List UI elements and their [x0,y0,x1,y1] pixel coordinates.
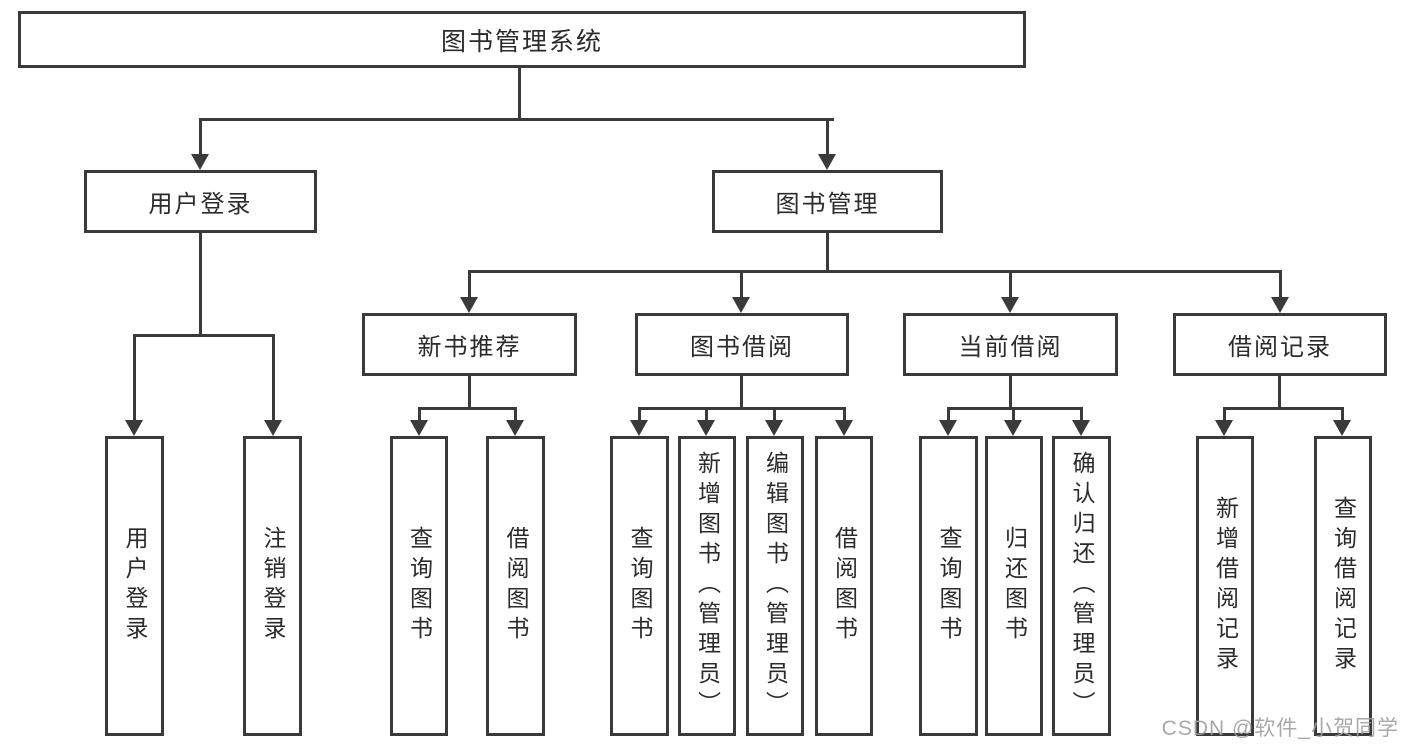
node-current-borrow: 当前借阅 [903,313,1118,376]
arrowhead-down-icon [732,297,750,313]
leaf-borrow-add-admin: 新增图书（管理员） [678,436,736,736]
leaf-borrow-borrow: 借阅图书 [815,436,873,736]
arrowhead-down-icon [1001,297,1019,313]
leaf-current-confirm-admin: 确认归还（管理员） [1052,436,1111,736]
leaf-newbooks-query-label: 查询图书 [406,526,433,646]
connector-current-borrow-stem [1009,376,1012,410]
connector-new-books-rail [418,407,517,410]
leaf-current-query: 查询图书 [919,436,978,736]
arrowhead-down-icon [835,420,853,436]
leaf-current-query-label: 查询图书 [936,526,962,646]
leaf-user-login-label: 用户登录 [122,526,148,646]
arrowhead-down-icon [1072,420,1090,436]
connector-root-rail [199,118,834,121]
connector-book-borrow-rail [638,407,846,410]
leaf-borrow-add-admin-label: 新增图书（管理员） [694,451,721,721]
node-book-borrow: 图书借阅 [635,313,849,376]
leaf-borrow-query-label: 查询图书 [627,526,653,646]
connector-user-login-stem [199,233,202,337]
leaf-logout-label: 注销登录 [260,526,286,646]
leaf-borrow-edit-admin: 编辑图书（管理员） [746,436,804,736]
arrowhead-down-icon [1004,420,1022,436]
connector-new-books-stem [468,376,471,410]
connector-book-mgmt-rail [468,270,1282,273]
node-new-books: 新书推荐 [362,313,577,376]
arrowhead-down-icon [1271,297,1289,313]
arrowhead-down-icon [697,420,715,436]
connector-root-stem [518,68,521,120]
arrowhead-down-icon [191,154,209,170]
connector-drop-leaf [1223,407,1226,424]
arrowhead-down-icon [818,154,836,170]
arrowhead-down-icon [506,420,524,436]
connector-drop-leaf [1341,407,1344,424]
connector-user-login-rail [133,334,275,337]
node-root: 图书管理系统 [18,11,1026,68]
arrowhead-down-icon [765,420,783,436]
connector-drop-leaf [843,407,846,424]
arrowhead-down-icon [630,420,648,436]
connector-drop-new-books [468,270,471,298]
connector-current-borrow-rail [947,407,1083,410]
node-book-borrow-label: 图书借阅 [690,334,794,361]
leaf-borrow-borrow-label: 借阅图书 [831,526,858,646]
node-new-books-label: 新书推荐 [417,334,522,361]
connector-book-mgmt-stem [826,233,829,273]
leaf-user-login: 用户登录 [105,436,164,736]
leaf-newbooks-borrow-label: 借阅图书 [503,526,529,646]
arrowhead-down-icon [1333,420,1351,436]
connector-drop-book-mgmt [826,118,829,156]
connector-drop-leaf [418,407,421,424]
leaf-current-return-label: 归还图书 [1001,526,1028,646]
leaf-current-confirm-admin-label: 确认归还（管理员） [1069,451,1095,721]
leaf-newbooks-query: 查询图书 [390,436,448,736]
connector-drop-user-login [199,118,202,156]
connector-drop-borrow-records [1279,270,1282,298]
leaf-borrow-edit-admin-label: 编辑图书（管理员） [762,451,789,721]
arrowhead-down-icon [264,420,282,436]
node-book-mgmt-label: 图书管理 [775,191,880,218]
connector-drop-leaf [947,407,950,424]
node-borrow-records-label: 借阅记录 [1228,334,1332,361]
connector-drop-leaf [1080,407,1083,424]
leaf-records-add: 新增借阅记录 [1196,436,1254,736]
connector-drop-leaf [514,407,517,424]
connector-drop-leaf [705,407,708,424]
connector-drop-book-borrow [740,270,743,298]
connector-drop-leaf [272,334,275,422]
leaf-current-return: 归还图书 [985,436,1043,736]
connector-drop-leaf [638,407,641,424]
node-user-login-label: 用户登录 [148,191,253,218]
leaf-records-add-label: 新增借阅记录 [1212,496,1239,676]
arrowhead-down-icon [460,297,478,313]
connector-book-borrow-stem [740,376,743,410]
connector-borrow-records-rail [1223,407,1344,410]
arrowhead-down-icon [939,420,957,436]
connector-borrow-records-stem [1278,376,1281,410]
node-current-borrow-label: 当前借阅 [958,334,1063,361]
leaf-newbooks-borrow: 借阅图书 [486,436,545,736]
connector-drop-leaf [1012,407,1015,424]
node-book-mgmt: 图书管理 [712,170,943,233]
leaf-logout: 注销登录 [243,436,302,736]
connector-drop-leaf [133,334,136,422]
node-borrow-records: 借阅记录 [1173,313,1387,376]
arrowhead-down-icon [410,420,428,436]
arrowhead-down-icon [125,420,143,436]
arrowhead-down-icon [1215,420,1233,436]
connector-drop-current-borrow [1009,270,1012,298]
leaf-records-query-label: 查询借阅记录 [1330,496,1357,676]
connector-drop-leaf [773,407,776,424]
leaf-records-query: 查询借阅记录 [1314,436,1372,736]
node-user-login: 用户登录 [84,170,317,233]
node-root-label: 图书管理系统 [440,27,603,56]
csdn-watermark: CSDN @软件_小贺同学 [1161,717,1399,740]
leaf-borrow-query: 查询图书 [610,436,669,736]
